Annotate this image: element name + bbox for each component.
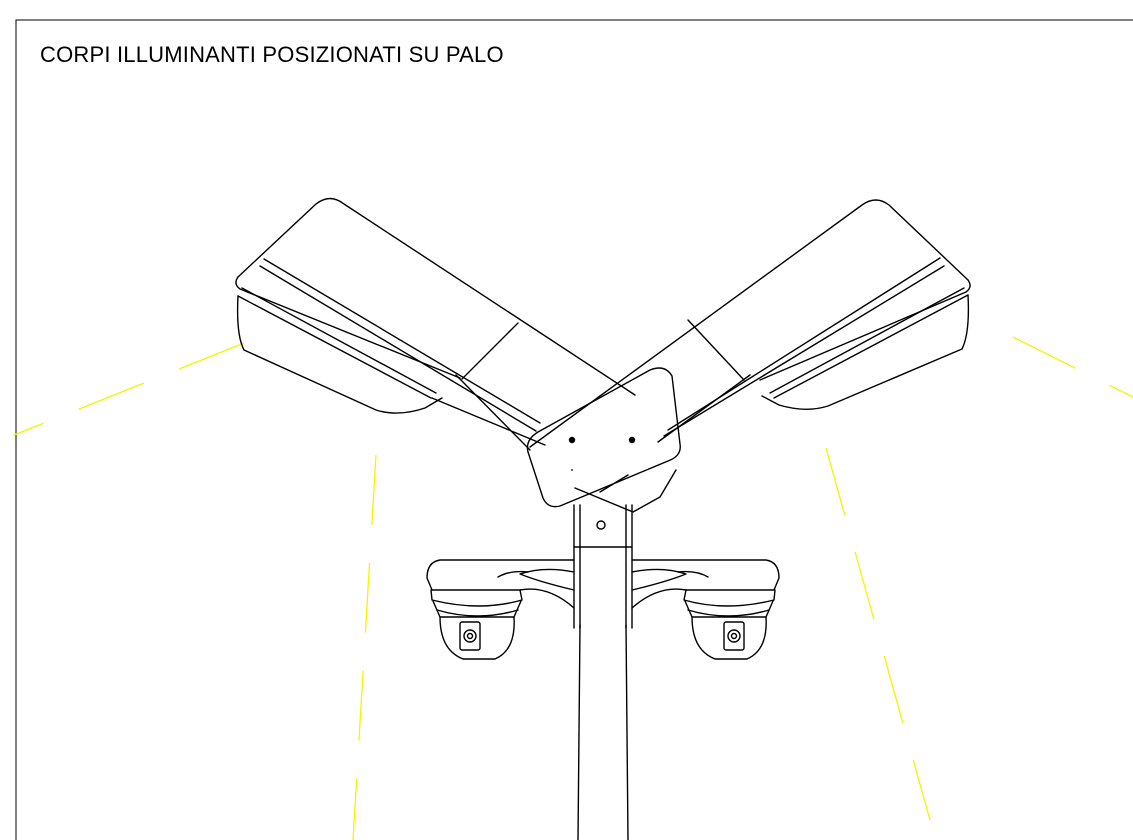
- light-beam-right-inner: [825, 447, 931, 821]
- right-camera: [631, 559, 780, 660]
- drawing-frame: [15, 19, 1133, 840]
- pole-bolt: [596, 520, 606, 530]
- right-camera-lens: [727, 629, 741, 643]
- left-camera: [426, 559, 575, 660]
- light-beam-right-outer: [1012, 336, 1133, 398]
- light-beam-left-inner: [352, 454, 377, 840]
- left-camera-lens: [463, 629, 477, 643]
- lamp-pole: [573, 504, 633, 840]
- left-camera-lens-housing: [459, 621, 481, 651]
- light-beam-left-outer: [13, 342, 245, 436]
- bracket-screw-left: [568, 436, 576, 444]
- drawing-title: CORPI ILLUMINANTI POSIZIONATI SU PALO: [40, 42, 504, 67]
- mount-bracket: [526, 367, 681, 513]
- right-luminaire: [529, 199, 971, 448]
- light-beams: [13, 336, 1133, 840]
- left-luminaire: [235, 197, 636, 451]
- bracket-screw-right: [628, 436, 636, 444]
- right-camera-lens-housing: [723, 621, 745, 651]
